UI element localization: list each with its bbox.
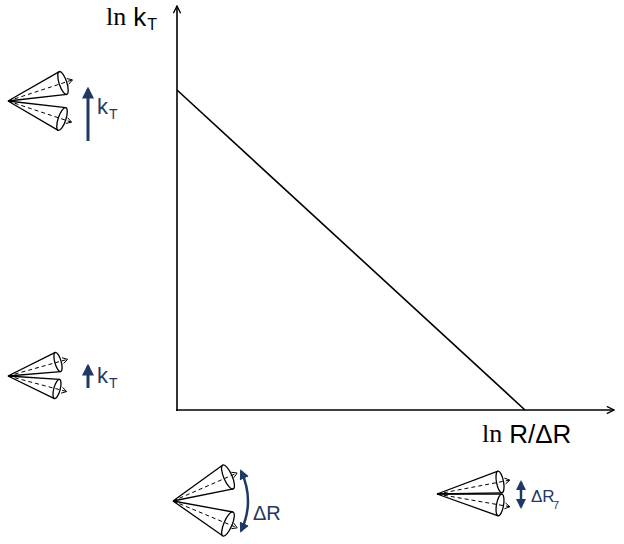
delta-r-arrow (520, 482, 523, 507)
delta-r-label: ΔR (253, 503, 281, 523)
kt-arrow (87, 366, 90, 388)
axis-label: ln (106, 4, 126, 30)
cone-axis (8, 101, 71, 122)
cone-axis (437, 494, 510, 507)
cone-axis-head (67, 79, 73, 85)
kt-subscript: T (109, 107, 118, 121)
axis-label: k (133, 4, 146, 30)
page-number: 7 (553, 500, 559, 511)
kt-arrow (87, 89, 90, 141)
measure-arrows (88, 89, 521, 531)
cone-side (173, 501, 233, 536)
cone-side (437, 471, 502, 494)
cone-side (8, 352, 61, 376)
cone-rim (219, 463, 237, 490)
jet-cone (8, 70, 73, 101)
y-axis (176, 6, 178, 411)
kt-label: k (97, 96, 108, 118)
kt-label: k (97, 365, 108, 387)
cone-side (437, 494, 502, 516)
cone-axis-head (504, 478, 509, 484)
axes (176, 6, 614, 411)
kt-subscript: T (109, 376, 118, 390)
cone-axis-head (62, 358, 68, 364)
axis-label: ln (482, 421, 502, 447)
cone-axis-head (66, 118, 72, 124)
cone-axis (8, 376, 67, 392)
x-axis (176, 409, 614, 411)
delta-r-arrow (241, 471, 248, 531)
cone-axis (437, 480, 510, 494)
jet-cone (8, 376, 67, 399)
cone-axis-head (504, 503, 509, 509)
jet-cone (437, 494, 510, 517)
cone-axis (173, 501, 237, 528)
cone-pairs (8, 70, 510, 537)
cone-axis (8, 359, 68, 376)
cone-side (173, 465, 233, 501)
jet-cone (8, 352, 68, 376)
axis-subscript: T (147, 17, 157, 33)
delta-r-label: ΔR (531, 488, 555, 505)
jet-cone (437, 471, 510, 494)
axis-label: R/ΔR (509, 421, 571, 447)
cone-axis-head (231, 472, 237, 477)
diagonal-line (177, 90, 525, 410)
jet-cone (8, 101, 71, 132)
cone-axis-head (61, 387, 67, 393)
cone-axis-head (231, 523, 237, 529)
jet-cone (173, 501, 237, 538)
cone-axis (8, 80, 73, 101)
jet-cone (173, 463, 237, 501)
cone-axis (173, 473, 237, 501)
